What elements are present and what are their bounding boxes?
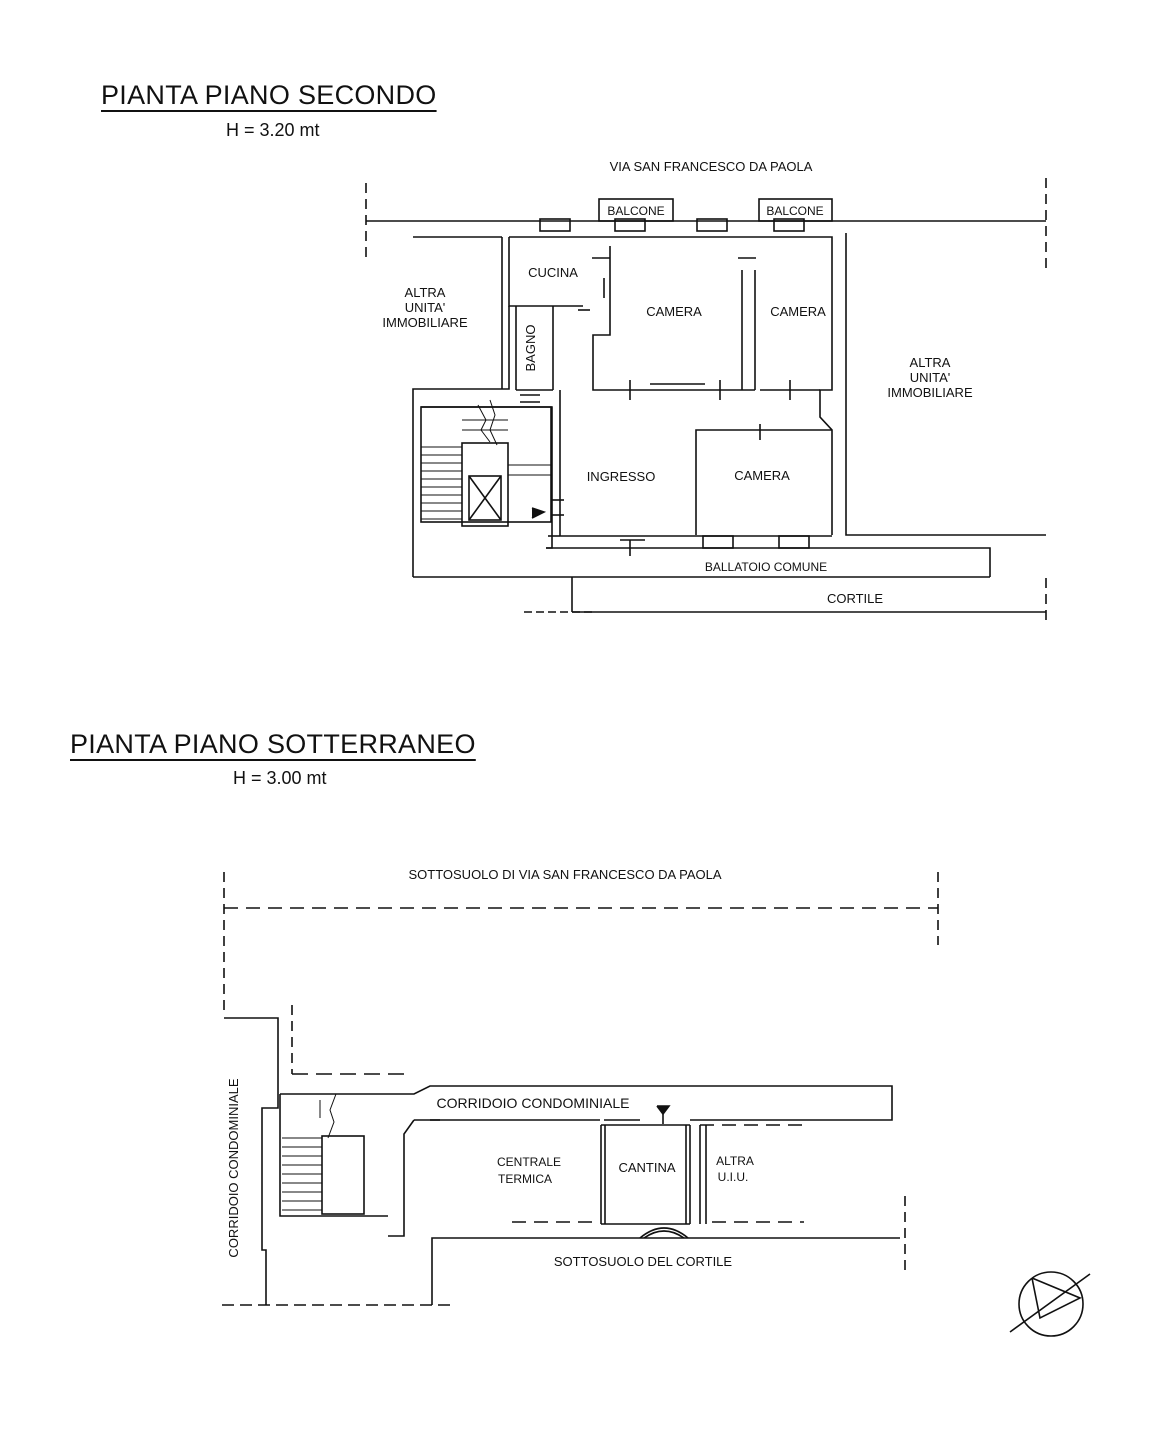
- heating-label-line-2: TERMICA: [498, 1172, 552, 1186]
- north-arrow-icon: [1009, 1271, 1091, 1337]
- courtyard-under-label: SOTTOSUOLO DEL CORTILE: [554, 1254, 733, 1269]
- floor2-height: H = 3.20 mt: [226, 120, 320, 140]
- heating-label-line-1: CENTRALE: [497, 1155, 561, 1169]
- corridor-label: CORRIDOIO CONDOMINIALE: [437, 1095, 630, 1111]
- floor2-title: PIANTA PIANO SECONDO: [101, 80, 437, 110]
- balcony-label-1: BALCONE: [607, 204, 664, 218]
- basement-plan: [222, 872, 939, 1306]
- camera-label-3: CAMERA: [734, 468, 790, 483]
- other-unit-left-line-1: ALTRA: [405, 285, 446, 300]
- bath-label: BAGNO: [523, 325, 538, 372]
- entrance-label: INGRESSO: [587, 469, 656, 484]
- street-label: VIA SAN FRANCESCO DA PAOLA: [610, 159, 813, 174]
- other-unit-right-line-1: ALTRA: [910, 355, 951, 370]
- kitchen-label: CUCINA: [528, 265, 578, 280]
- camera-label-2: CAMERA: [770, 304, 826, 319]
- other-uiu-line-1: ALTRA: [716, 1154, 754, 1168]
- basement-height: H = 3.00 mt: [233, 768, 327, 788]
- balcony-label-2: BALCONE: [766, 204, 823, 218]
- basement-title: PIANTA PIANO SOTTERRANEO: [70, 729, 476, 759]
- courtyard-label: CORTILE: [827, 591, 883, 606]
- gallery-label: BALLATOIO COMUNE: [705, 560, 827, 574]
- other-unit-right-line-2: UNITA': [910, 370, 951, 385]
- street-under-label: SOTTOSUOLO DI VIA SAN FRANCESCO DA PAOLA: [408, 867, 721, 882]
- other-unit-left-line-2: UNITA': [405, 300, 446, 315]
- corridor-vertical-label: CORRIDOIO CONDOMINIALE: [226, 1078, 241, 1257]
- cellar-label: CANTINA: [618, 1160, 675, 1175]
- floor2-plan: [365, 178, 1047, 622]
- other-uiu-line-2: U.I.U.: [718, 1170, 749, 1184]
- other-unit-left-line-3: IMMOBILIARE: [382, 315, 468, 330]
- other-unit-right-line-3: IMMOBILIARE: [887, 385, 973, 400]
- camera-label-1: CAMERA: [646, 304, 702, 319]
